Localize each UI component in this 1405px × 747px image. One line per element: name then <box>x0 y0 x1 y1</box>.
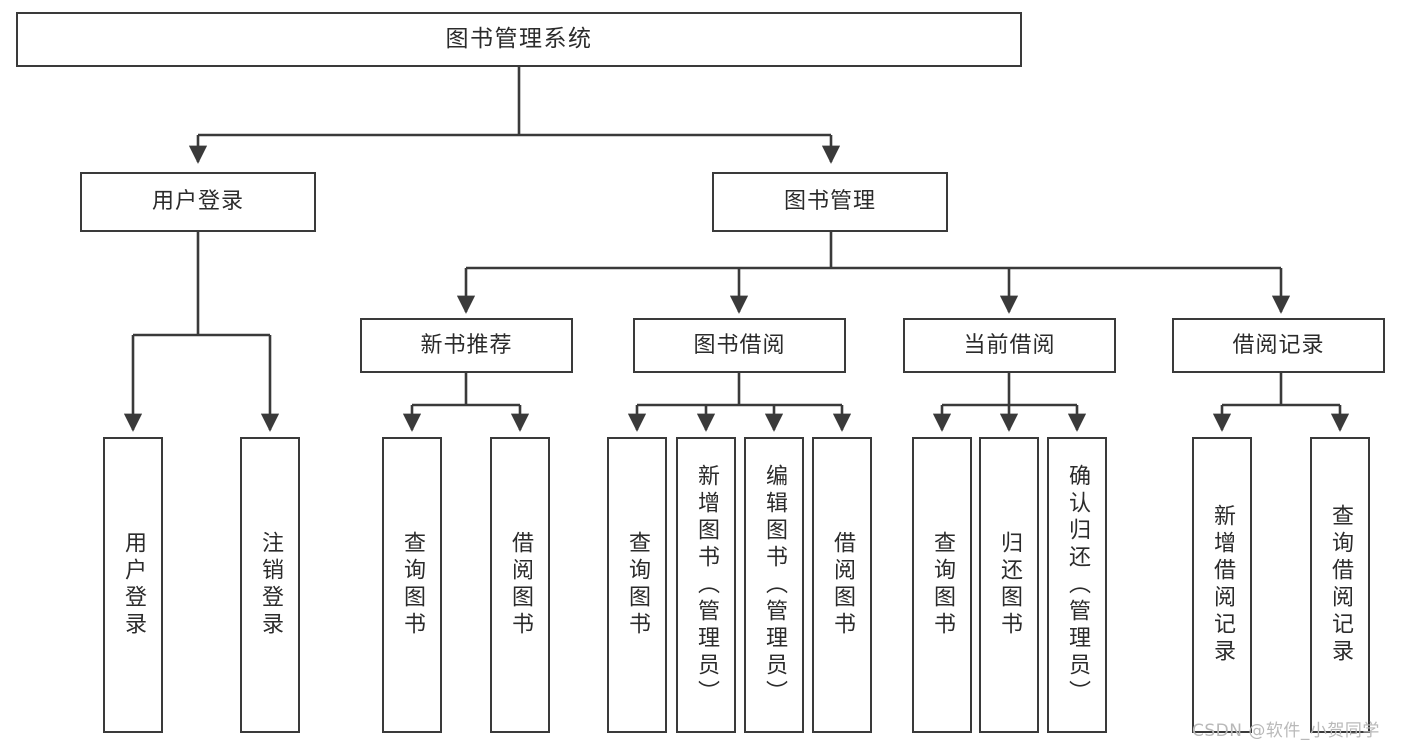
node-label: 用户登录 <box>121 531 146 639</box>
node-label: 注销登录 <box>258 531 283 639</box>
leaf-query-book-2[interactable]: 查询图书 <box>607 437 667 733</box>
node-label: 图书管理系统 <box>445 25 593 52</box>
node-root-system[interactable]: 图书管理系统 <box>16 12 1022 67</box>
node-label: 查询图书 <box>625 531 650 639</box>
node-label: 借阅图书 <box>508 531 533 639</box>
node-book-borrow[interactable]: 图书借阅 <box>633 318 846 373</box>
node-label: 新增借阅记录 <box>1210 504 1235 666</box>
leaf-add-book[interactable]: 新增图书（管理员） <box>676 437 736 733</box>
leaf-add-record[interactable]: 新增借阅记录 <box>1192 437 1252 733</box>
node-label: 图书借阅 <box>693 332 786 358</box>
leaf-user-login[interactable]: 用户登录 <box>103 437 163 733</box>
node-label: 当前借阅 <box>963 332 1056 358</box>
node-borrow-record[interactable]: 借阅记录 <box>1172 318 1385 373</box>
node-label: 新书推荐 <box>420 332 513 358</box>
node-label: 用户登录 <box>151 189 244 215</box>
node-label: 归还图书 <box>997 531 1022 639</box>
leaf-logout-login[interactable]: 注销登录 <box>240 437 300 733</box>
node-label: 借阅图书 <box>830 531 855 639</box>
csdn-watermark: CSDN @软件_小贺同学 <box>1192 721 1380 741</box>
leaf-query-record[interactable]: 查询借阅记录 <box>1310 437 1370 733</box>
leaf-confirm-return[interactable]: 确认归还（管理员） <box>1047 437 1107 733</box>
node-label: 编辑图书（管理员） <box>762 463 787 707</box>
leaf-borrow-book-1[interactable]: 借阅图书 <box>490 437 550 733</box>
node-label: 查询图书 <box>930 531 955 639</box>
node-label: 新增图书（管理员） <box>694 463 719 707</box>
node-label: 借阅记录 <box>1232 332 1325 358</box>
node-label: 确认归还（管理员） <box>1065 463 1090 707</box>
node-label: 图书管理 <box>783 189 876 215</box>
leaf-return-book[interactable]: 归还图书 <box>979 437 1039 733</box>
node-label: 查询借阅记录 <box>1328 504 1353 666</box>
node-current-borrow[interactable]: 当前借阅 <box>903 318 1116 373</box>
leaf-query-book-3[interactable]: 查询图书 <box>912 437 972 733</box>
leaf-query-book-1[interactable]: 查询图书 <box>382 437 442 733</box>
node-book-manage[interactable]: 图书管理 <box>712 172 948 232</box>
node-user-login[interactable]: 用户登录 <box>80 172 316 232</box>
node-label: 查询图书 <box>400 531 425 639</box>
leaf-borrow-book-2[interactable]: 借阅图书 <box>812 437 872 733</box>
leaf-edit-book[interactable]: 编辑图书（管理员） <box>744 437 804 733</box>
node-new-book-recommend[interactable]: 新书推荐 <box>360 318 573 373</box>
